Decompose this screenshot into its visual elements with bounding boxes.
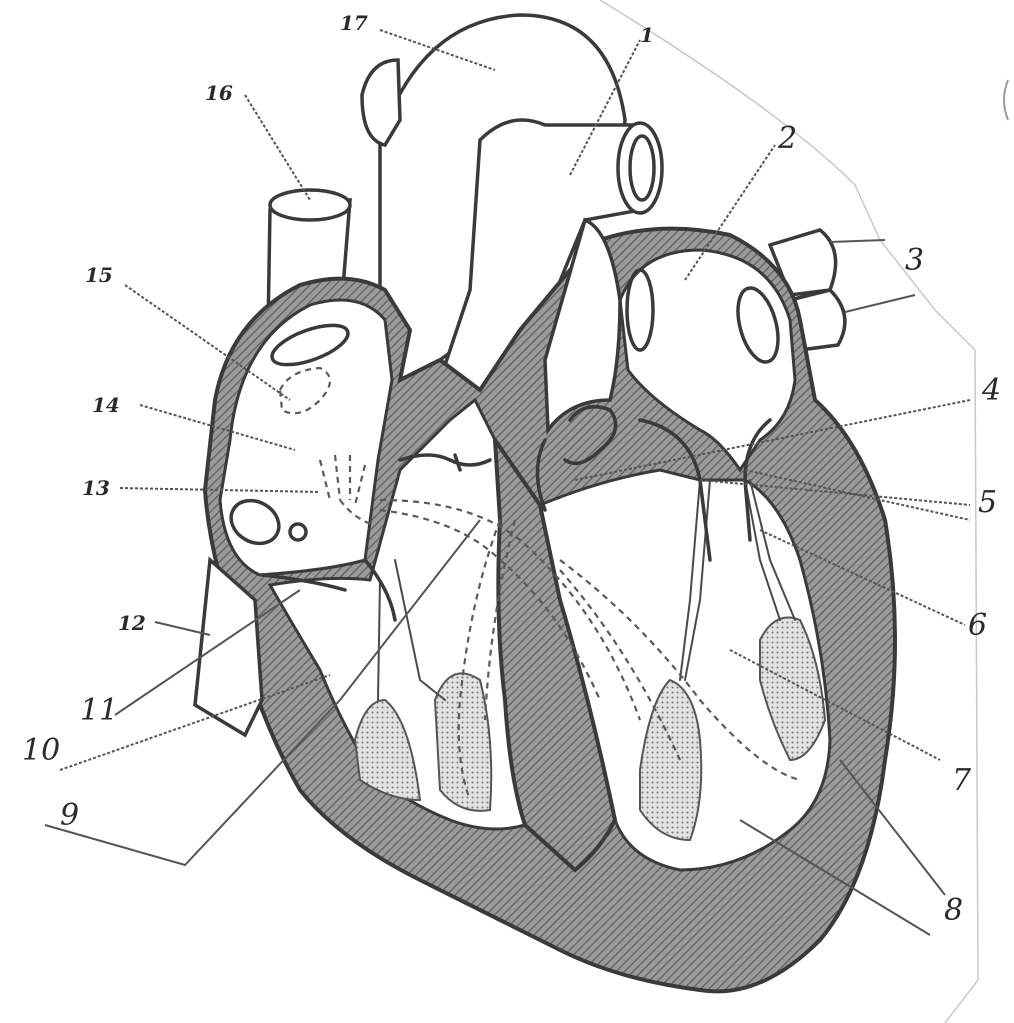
label-16: 16 xyxy=(205,81,233,105)
papillary-muscle-rv-2 xyxy=(435,673,491,811)
label-15: 15 xyxy=(85,263,113,287)
label-11: 11 xyxy=(80,693,118,728)
paper-edge-mark xyxy=(1004,80,1008,120)
label-5: 5 xyxy=(978,485,997,520)
label-9: 9 xyxy=(60,798,79,833)
label-13: 13 xyxy=(82,476,110,500)
label-4: 4 xyxy=(981,373,1001,408)
label-14: 14 xyxy=(92,393,120,417)
label-6: 6 xyxy=(968,608,987,643)
label-2: 2 xyxy=(777,121,797,156)
label-7: 7 xyxy=(952,763,972,798)
label-3: 3 xyxy=(905,243,924,278)
leader-16 xyxy=(245,95,310,200)
label-12: 12 xyxy=(118,611,146,635)
label-10: 10 xyxy=(22,733,60,768)
leader-3a xyxy=(830,240,885,242)
leader-3b xyxy=(845,295,915,312)
label-17: 17 xyxy=(340,11,368,35)
label-8: 8 xyxy=(944,893,963,928)
label-1: 1 xyxy=(640,23,654,47)
